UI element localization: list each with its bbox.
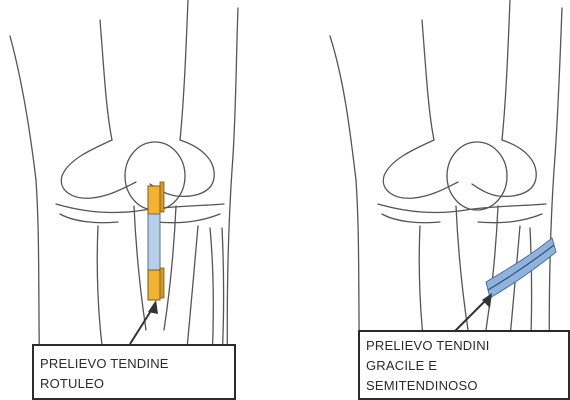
right-patellar-tendon	[456, 206, 498, 330]
patellar-tendon-label: PRELIEVO TENDINE ROTULEO	[32, 344, 236, 400]
label-line: GRACILE E	[366, 356, 562, 376]
patellar-tendon-graft	[148, 182, 164, 300]
label-line: PRELIEVO TENDINI	[366, 336, 562, 356]
label-line: PRELIEVO TENDINE	[40, 354, 228, 374]
hamstring-tendons	[486, 238, 556, 298]
left-knee-outline	[10, 0, 238, 400]
right-patella	[447, 142, 507, 210]
label-line: SEMITENDINOSO	[366, 376, 562, 396]
hamstring-tendons-label: PRELIEVO TENDINI GRACILE E SEMITENDINOSO	[358, 330, 570, 400]
label-line: ROTULEO	[40, 374, 228, 394]
left-pointer-arrow	[130, 300, 158, 344]
